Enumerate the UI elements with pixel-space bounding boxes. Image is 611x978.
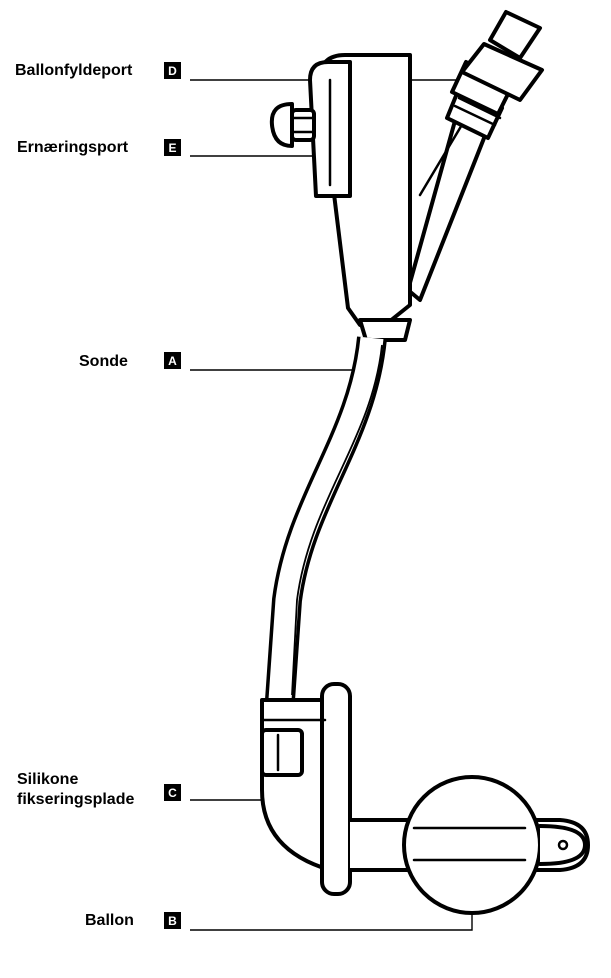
leader-line-ballon — [190, 906, 473, 931]
side-port-branch — [406, 10, 544, 302]
balloon — [348, 775, 590, 915]
hub-body — [269, 53, 412, 342]
badge-c: C — [164, 784, 181, 801]
label-silikone: Silikone — [17, 771, 79, 788]
badge-e: E — [164, 139, 181, 156]
label-ballonfyldeport: Ballonfyldeport — [15, 62, 133, 79]
label-fikseringsplade: fikseringsplade — [17, 791, 135, 808]
label-sonde: Sonde — [79, 353, 128, 370]
badge-a: A — [164, 352, 181, 369]
label-ernaeringsport: Ernæringsport — [17, 139, 129, 156]
tube-sonde — [265, 336, 387, 702]
label-ballon: Ballon — [85, 912, 134, 929]
fixation-plate — [260, 682, 352, 896]
badge-b: B — [164, 912, 181, 929]
badge-d: D — [164, 62, 181, 79]
